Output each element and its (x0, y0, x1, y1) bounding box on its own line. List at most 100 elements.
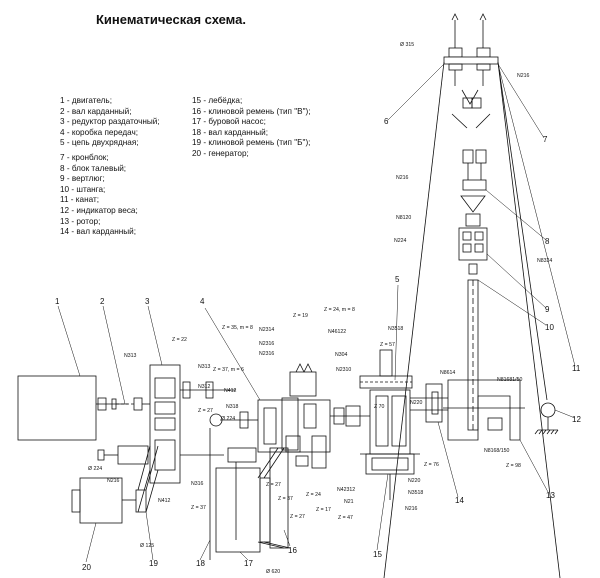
legend-item: 4 - коробка передач; (60, 127, 139, 137)
spec-label: N2316 (259, 341, 274, 347)
spec-label: N220 (408, 478, 421, 484)
spec-label: N81681/50 (497, 377, 522, 383)
dead-line (497, 61, 548, 401)
spec-label: N216 (517, 73, 530, 79)
spec-label: N216 (396, 175, 409, 181)
spec-label: Z = 24, m = 8 (324, 307, 355, 313)
legend-item: 12 - индикатор веса; (60, 205, 138, 215)
callout-18: 18 (196, 559, 205, 568)
legend-item: 9 - вертлюг; (60, 174, 105, 184)
spec-label: N313 (124, 353, 137, 359)
callout-7: 7 (543, 135, 548, 144)
legend-item: 5 - цепь двухрядная; (60, 138, 139, 148)
spec-labels: Ø 315 N216 N216 N8120 N224 N8324 N3518 N… (88, 42, 552, 575)
rotor (443, 379, 525, 441)
legend-item: 15 - лебёдка; (192, 96, 243, 105)
spec-label: N312 (198, 384, 211, 390)
spec-label: Z = 24 (306, 492, 321, 498)
callout-numbers: 1 2 3 4 5 6 7 8 9 10 11 12 13 14 15 16 1… (55, 117, 581, 572)
spec-label: Z 70 (374, 404, 384, 410)
legend-item: 1 - двигатель; (60, 96, 112, 105)
spec-label: N2316 (259, 351, 274, 357)
engine (17, 375, 97, 441)
spec-label: Ø 620 (266, 569, 280, 575)
spec-label: Z = 37 (278, 496, 293, 502)
spec-label: N46122 (328, 329, 346, 335)
spec-label: N304 (335, 352, 348, 358)
legend-item: 20 - генератор; (192, 148, 249, 158)
spec-label: N8324 (537, 258, 552, 264)
spec-label: Z = 37 (191, 505, 206, 511)
crown-block (443, 13, 499, 86)
spec-label: N316 (191, 481, 204, 487)
rotor-cardan-shaft (410, 383, 448, 423)
legend-item: 10 - штанга; (60, 184, 106, 194)
spec-label: Ø 224 (88, 466, 102, 472)
spec-label: Z = 57 (380, 342, 395, 348)
swivel (458, 213, 488, 275)
spec-label: N2310 (336, 367, 351, 373)
spec-label: N220 (410, 400, 423, 406)
leader-lines (57, 63, 576, 563)
legend-item: 16 - клиновой ремень (тип "В"); (192, 106, 311, 116)
callout-17: 17 (244, 559, 253, 568)
callout-19: 19 (149, 559, 158, 568)
spec-label: Z = 98 (506, 463, 521, 469)
legend-item: 2 - вал карданный; (60, 106, 132, 116)
callout-13: 13 (546, 491, 555, 500)
callout-15: 15 (373, 550, 382, 559)
callout-3: 3 (145, 297, 150, 306)
callout-14: 14 (455, 496, 464, 505)
spec-label: Z = 22 (172, 337, 187, 343)
spec-label: N412 (224, 388, 237, 394)
callout-20: 20 (82, 563, 91, 572)
callout-12: 12 (572, 415, 581, 424)
spec-label: N318 (226, 404, 239, 410)
legend-item: 18 - вал карданный; (192, 127, 269, 137)
drawworks (360, 389, 420, 500)
legend-item: 13 - ротор; (60, 216, 101, 226)
legend-left: 1 - двигатель; 2 - вал карданный; 3 - ре… (60, 96, 160, 238)
travelling-block (451, 89, 491, 213)
legend-item: 14 - вал карданный; (60, 227, 137, 237)
spec-label: N224 (394, 238, 407, 244)
spec-label: Z = 37, m = 6 (213, 367, 244, 373)
callout-1: 1 (55, 297, 60, 306)
diagram-title: Кинематическая схема. (96, 12, 246, 27)
spec-label: N8120 (396, 215, 411, 221)
spec-label: Z = 27 (290, 514, 305, 520)
spec-label: Z = 47 (338, 515, 353, 521)
legend-item: 19 - клиновой ремень (тип "Б"); (192, 138, 311, 148)
generator (71, 445, 159, 524)
spec-label: N2314 (259, 327, 274, 333)
spec-label: N3518 (408, 490, 423, 496)
transfer-gearbox (142, 364, 236, 484)
callout-6: 6 (384, 117, 389, 126)
spec-label: Z = 27 (198, 408, 213, 414)
spec-label: N42312 (337, 487, 355, 493)
callout-11: 11 (572, 364, 581, 373)
spec-label: Z = 35, m = 8 (222, 325, 253, 331)
callout-4: 4 (200, 297, 205, 306)
legend-right: 15 - лебёдка; 16 - клиновой ремень (тип … (192, 96, 311, 160)
spec-label: N21 (344, 499, 354, 505)
spec-label: N3518 (388, 326, 403, 332)
spec-label: Ø 224 (221, 416, 235, 422)
spec-label: Ø 315 (400, 42, 414, 48)
spec-label: Ø 125 (140, 543, 154, 549)
derrick-leg-right (497, 61, 561, 578)
spec-label: N8168/150 (484, 448, 509, 454)
legend-item: 7 - кронблок; (60, 152, 109, 162)
double-chain (359, 349, 413, 389)
spec-label: N216 (405, 506, 418, 512)
pump-cardan-shaft (209, 413, 257, 560)
spec-label: Z = 76 (424, 462, 439, 468)
callout-9: 9 (545, 305, 550, 314)
derrick-leg-left (383, 61, 445, 578)
spec-label: N313 (198, 364, 211, 370)
callout-8: 8 (545, 237, 550, 246)
coupling (97, 397, 107, 411)
spec-label: Z = 17 (316, 507, 331, 513)
legend-item: 8 - блок талевый; (60, 163, 127, 173)
